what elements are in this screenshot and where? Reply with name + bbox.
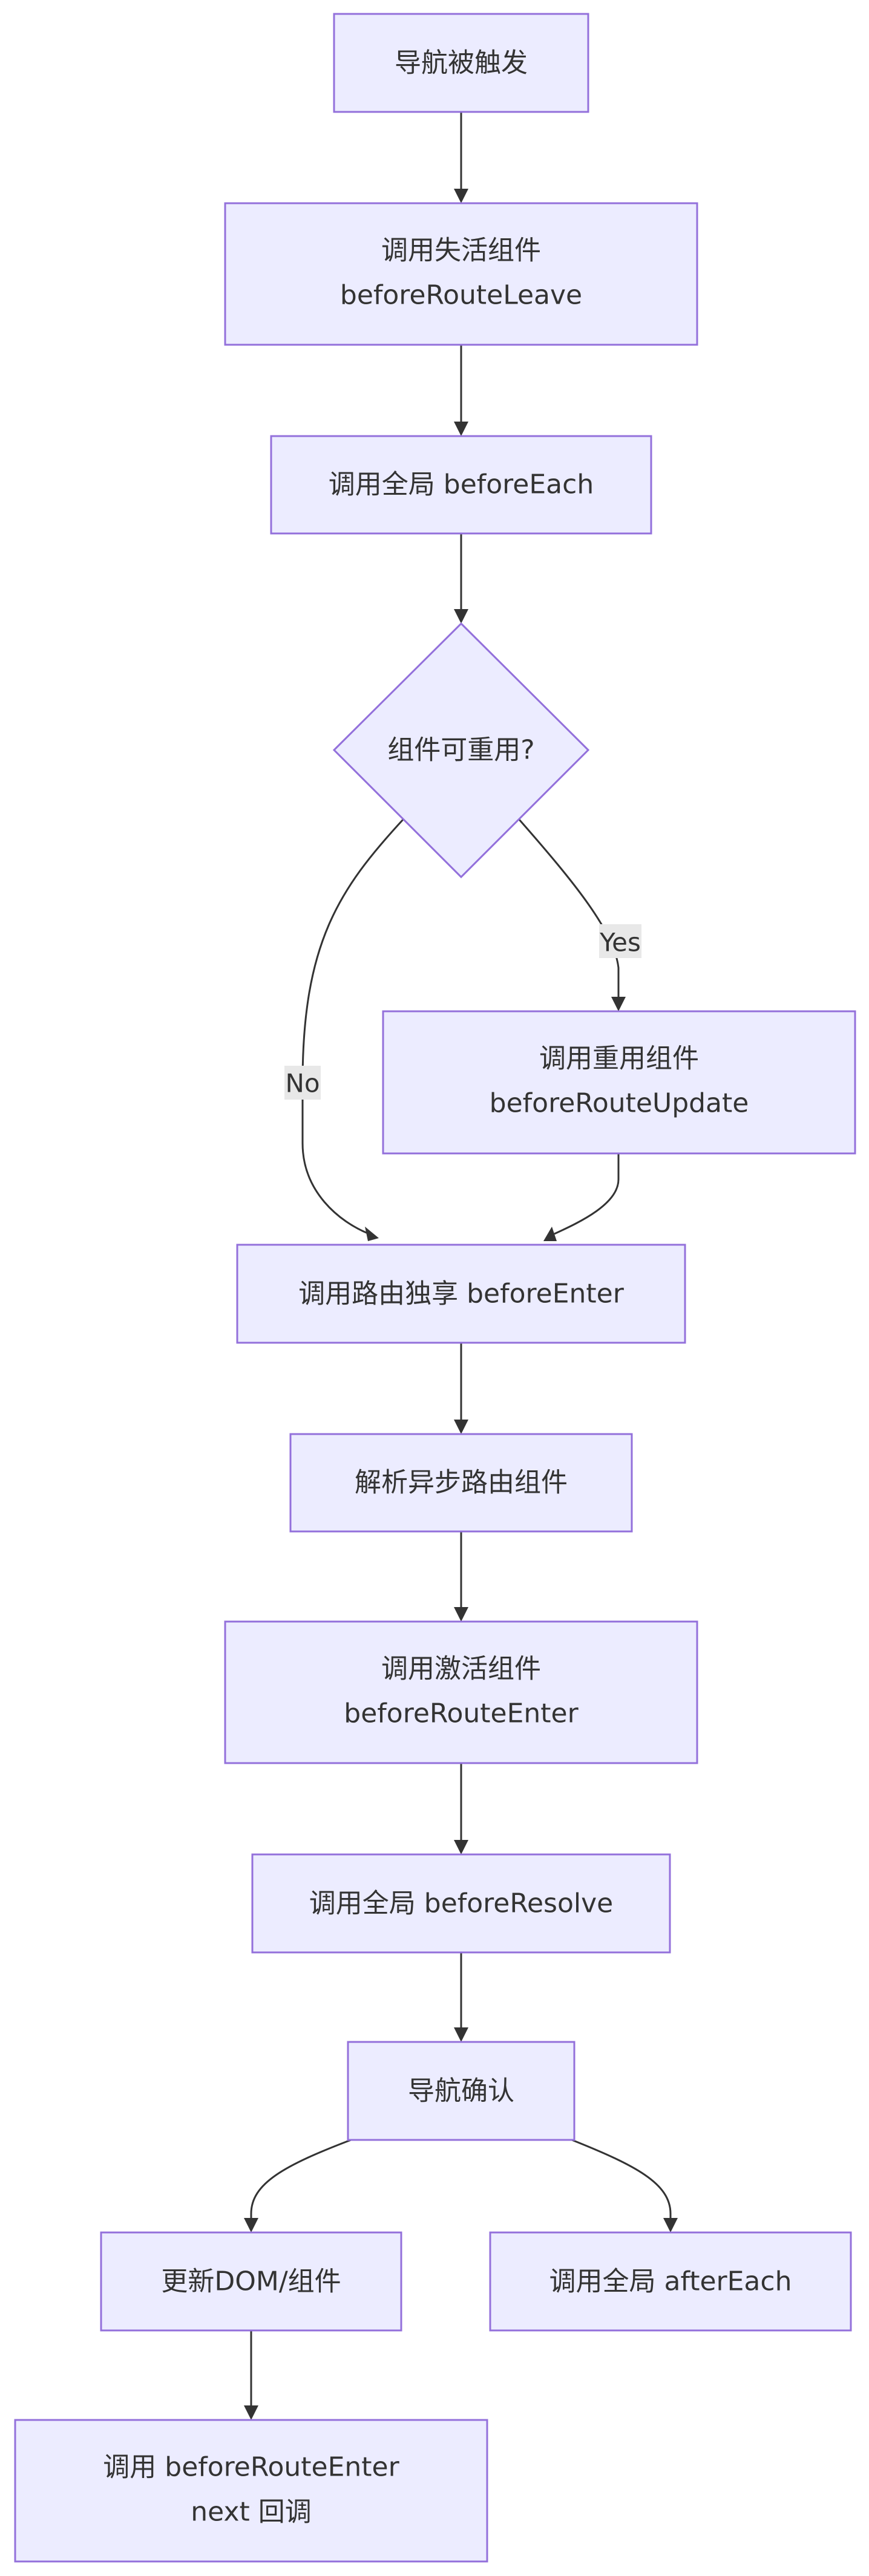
node-resolve-async-components: 解析异步路由组件 <box>289 1433 633 1533</box>
node-route-before-enter: 调用路由独享 beforeEnter <box>236 1244 686 1344</box>
node-global-before-each: 调用全局 beforeEach <box>270 435 652 535</box>
edge-beforeresolve-to-confirmed <box>454 1952 468 2042</box>
edge-resolve-to-enter <box>454 1531 468 1622</box>
edge-confirmed-to-aftereach <box>571 2139 678 2232</box>
node-update-dom-label: 更新DOM/组件 <box>161 2266 341 2297</box>
edge-start-to-leave <box>454 112 468 203</box>
edge-leave-to-beforeeach <box>454 345 468 436</box>
node-global-after-each-label: 调用全局 afterEach <box>549 2266 792 2297</box>
node-reuse-decision-label: 组件可重用? <box>387 735 534 766</box>
node-before-route-enter-line2: beforeRouteEnter <box>344 1698 579 1729</box>
node-before-route-enter-next-callback: 调用 beforeRouteEnter next 回调 <box>14 2419 488 2563</box>
edge-enter-to-beforeresolve <box>454 1763 468 1854</box>
node-navigation-triggered: 导航被触发 <box>333 13 589 113</box>
node-before-route-enter-line1: 调用激活组件 <box>381 1654 541 1684</box>
edge-beforeenter-to-resolve <box>454 1343 468 1434</box>
edge-reuse-yes-to-update <box>518 819 626 1011</box>
node-before-route-enter-next-line1: 调用 beforeRouteEnter <box>103 2452 399 2483</box>
node-update-dom: 更新DOM/组件 <box>100 2231 402 2332</box>
node-before-route-enter-next-line2: next 回调 <box>191 2497 311 2528</box>
edge-label-yes: Yes <box>599 924 641 958</box>
node-before-route-enter: 调用激活组件 beforeRouteEnter <box>224 1620 698 1764</box>
node-navigation-confirmed: 导航确认 <box>347 2041 576 2141</box>
edge-confirmed-to-updatedom <box>244 2139 352 2232</box>
node-before-route-update-line1: 调用重用组件 <box>539 1043 699 1074</box>
node-route-before-enter-label: 调用路由独享 beforeEnter <box>298 1279 625 1309</box>
edge-beforeeach-to-reuse <box>454 533 468 624</box>
edge-updatedom-to-enternext <box>244 2330 258 2420</box>
node-resolve-async-components-label: 解析异步路由组件 <box>355 1467 568 1498</box>
node-before-route-leave-line1: 调用失活组件 <box>381 235 541 266</box>
node-navigation-confirmed-label: 导航确认 <box>408 2076 514 2107</box>
edge-label-no: No <box>284 1066 321 1100</box>
node-global-after-each: 调用全局 afterEach <box>489 2231 852 2332</box>
node-reuse-decision: 组件可重用? <box>332 622 590 879</box>
node-global-before-resolve: 调用全局 beforeResolve <box>251 1853 671 1954</box>
node-before-route-update: 调用重用组件 beforeRouteUpdate <box>382 1010 856 1155</box>
node-navigation-triggered-label: 导航被触发 <box>395 48 528 79</box>
edge-reuse-no-to-beforeenter <box>301 818 404 1241</box>
node-before-route-leave: 调用失活组件 beforeRouteLeave <box>224 202 698 346</box>
edge-label-yes-text: Yes <box>599 928 641 957</box>
edge-update-to-beforeenter <box>543 1153 620 1241</box>
node-before-route-leave-line2: beforeRouteLeave <box>340 280 582 311</box>
node-global-before-resolve-label: 调用全局 beforeResolve <box>309 1888 613 1919</box>
node-before-route-update-line2: beforeRouteUpdate <box>490 1088 749 1119</box>
edge-label-no-text: No <box>285 1069 320 1098</box>
node-global-before-each-label: 调用全局 beforeEach <box>329 469 594 500</box>
